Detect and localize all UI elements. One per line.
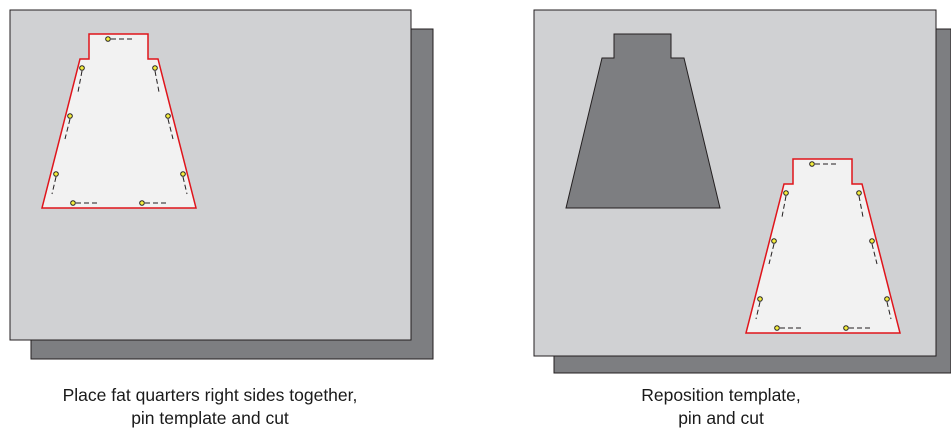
pin-head — [757, 296, 763, 302]
step-2-panel: Reposition template, pin and cut — [511, 0, 951, 433]
step-2-caption-line-2: pin and cut — [678, 407, 764, 428]
pin-head — [884, 296, 890, 302]
pin-head — [152, 65, 158, 71]
pin-shaft — [167, 118, 174, 140]
pin-head — [856, 190, 862, 196]
step-1-caption: Place fat quarters right sides together,… — [0, 384, 420, 429]
pin-shaft — [154, 70, 160, 93]
step-1-illustration — [9, 9, 434, 360]
template — [745, 158, 901, 334]
pin-shaft — [768, 243, 775, 265]
pin-shaft — [182, 176, 188, 195]
pin-shaft — [77, 70, 83, 93]
pin-shaft — [886, 301, 892, 320]
pin-head — [771, 238, 777, 244]
pin-shaft — [871, 243, 878, 265]
pin-head — [79, 65, 85, 71]
pin-shaft — [858, 195, 864, 218]
pin-head — [67, 113, 73, 119]
pin-head — [869, 238, 875, 244]
step-2-caption: Reposition template, pin and cut — [511, 384, 931, 429]
pin-head — [70, 200, 76, 206]
pin-head — [139, 200, 145, 206]
pin-head — [843, 325, 849, 331]
pin-shaft — [755, 301, 761, 320]
step-2-caption-line-1: Reposition template, — [641, 385, 801, 405]
template-outline — [745, 158, 901, 334]
pin-head — [53, 171, 59, 177]
pin-head — [809, 161, 815, 167]
cut-out-piece — [565, 33, 721, 209]
pin-shaft — [51, 176, 57, 195]
step-1-caption-line-1: Place fat quarters right sides together, — [62, 385, 358, 405]
template-outline — [41, 33, 197, 209]
pin-shaft — [781, 195, 787, 218]
pin-head — [783, 190, 789, 196]
pin-head — [105, 36, 111, 42]
pin-head — [774, 325, 780, 331]
pin-head — [165, 113, 171, 119]
pin-head — [180, 171, 186, 177]
template — [41, 33, 197, 209]
step-1-caption-line-2: pin template and cut — [131, 407, 289, 428]
step-2-illustration — [533, 9, 951, 374]
step-1-panel: Place fat quarters right sides together,… — [0, 0, 440, 433]
pin-shaft — [64, 118, 71, 140]
